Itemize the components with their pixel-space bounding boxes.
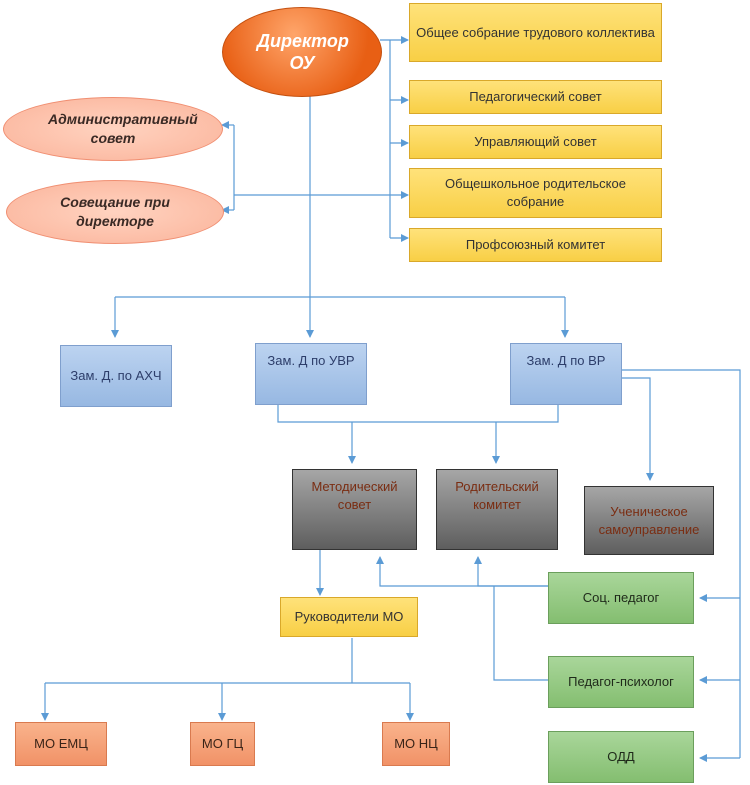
mo-heads-box: Руководители МО (280, 597, 418, 637)
parent-assembly-label: Общешкольное родительское собрание (445, 176, 626, 209)
governing-council-label: Управляющий совет (474, 134, 597, 150)
mo-gc-label: МО ГЦ (201, 736, 244, 752)
psychologist-box: Педагог-психолог (548, 656, 694, 708)
director-meeting-node: Совещание при директоре (6, 180, 224, 244)
mo-gc-box: МО ГЦ (190, 722, 255, 766)
methodical-council-box: Методический совет (292, 469, 417, 550)
student-government-box: Ученическое самоуправление (584, 486, 714, 555)
trade-union-label: Профсоюзный комитет (465, 237, 606, 253)
director-meeting-label: Совещание при директоре (60, 194, 170, 229)
mo-heads-label: Руководители МО (294, 609, 404, 625)
mo-emc-box: МО ЕМЦ (15, 722, 107, 766)
director-label: Директор ОУ (257, 30, 349, 74)
parents-committee-label: Родительский комитет (455, 479, 539, 512)
deputy-vr-label: Зам. Д по ВР (526, 353, 606, 368)
pedagogical-council-label: Педагогический совет (469, 89, 602, 105)
admin-council-label: Административный совет (48, 111, 198, 146)
deputy-vr-box: Зам. Д по ВР (510, 343, 622, 405)
psychologist-label: Педагог-психолог (568, 674, 674, 690)
mo-nc-label: МО НЦ (394, 736, 438, 752)
labor-collective-meeting-box: Общее собрание трудового коллектива (409, 3, 662, 62)
deputy-uvr-box: Зам. Д по УВР (255, 343, 367, 405)
labor-collective-meeting-label: Общее собрание трудового коллектива (416, 24, 655, 40)
deputy-uvr-label: Зам. Д по УВР (267, 353, 355, 368)
methodical-council-label: Методический совет (311, 479, 398, 512)
mo-nc-box: МО НЦ (382, 722, 450, 766)
pedagogical-council-box: Педагогический совет (409, 80, 662, 114)
parent-assembly-box: Общешкольное родительское собрание (409, 168, 662, 218)
deputy-ahch-label: Зам. Д. по АХЧ (70, 368, 162, 384)
deputy-ahch-box: Зам. Д. по АХЧ (60, 345, 172, 407)
parents-committee-box: Родительский комитет (436, 469, 558, 550)
admin-council-node: Административный совет (3, 97, 223, 161)
governing-council-box: Управляющий совет (409, 125, 662, 159)
student-government-label: Ученическое самоуправление (598, 503, 700, 537)
odd-box: ОДД (548, 731, 694, 783)
trade-union-box: Профсоюзный комитет (409, 228, 662, 262)
odd-label: ОДД (607, 749, 635, 765)
director-node: Директор ОУ (222, 7, 382, 97)
social-pedagogue-box: Соц. педагог (548, 572, 694, 624)
mo-emc-label: МО ЕМЦ (34, 736, 88, 752)
social-pedagogue-label: Соц. педагог (582, 590, 660, 606)
